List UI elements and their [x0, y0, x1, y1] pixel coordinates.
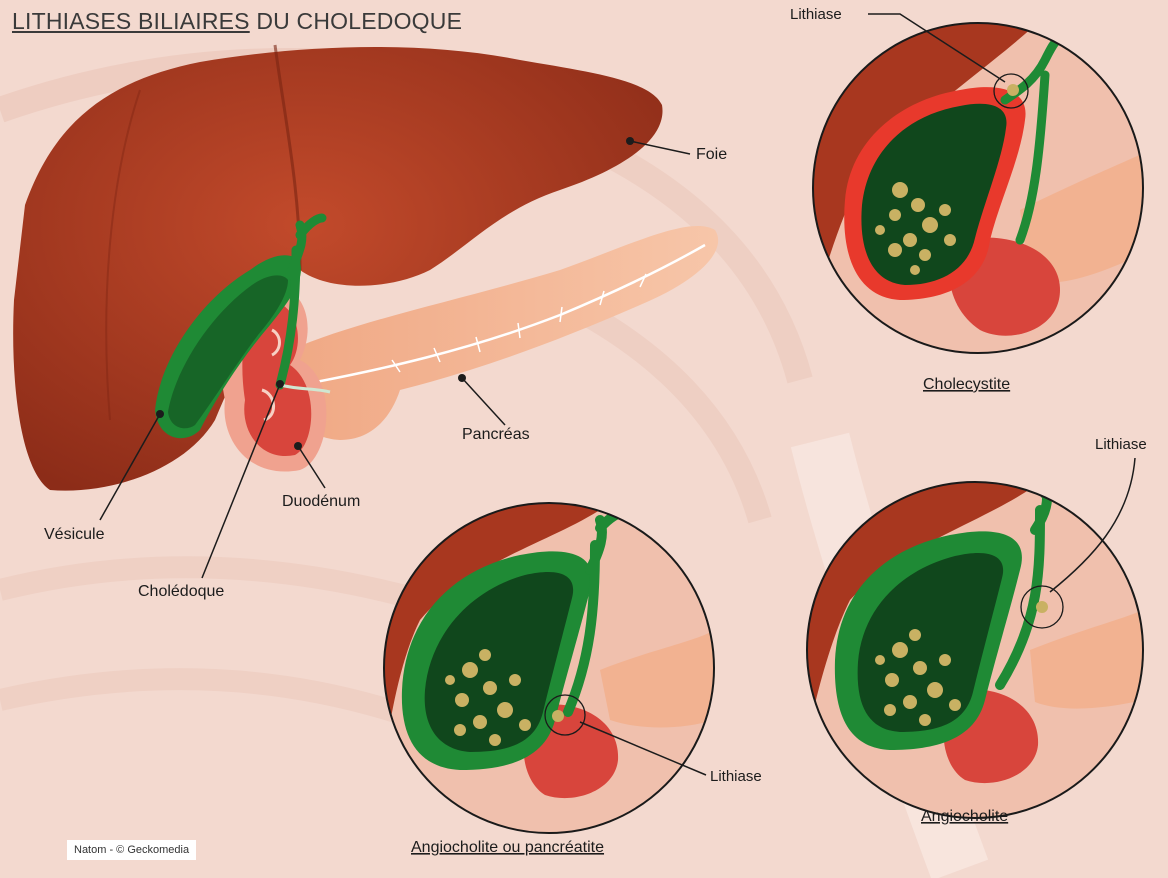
- stones-2: [445, 649, 531, 746]
- title-sub: DU CHOLEDOQUE: [256, 8, 463, 34]
- caption-cholecystite: Cholecystite: [923, 376, 1010, 393]
- stones-3: [875, 629, 961, 726]
- label-vesicule: Vésicule: [44, 526, 105, 543]
- credit-badge: Natom - © Geckomedia: [67, 840, 197, 860]
- leader-dots: [156, 137, 634, 450]
- inset-angiocholite-pancreatite: [383, 502, 715, 834]
- caption-angiocholite-pancreatite: Angiocholite ou pancréatite: [411, 839, 604, 856]
- caption-angiocholite: Angiocholite: [921, 808, 1008, 825]
- page-title: LITHIASES BILIAIRES DU CHOLEDOQUE: [12, 8, 462, 35]
- label-foie: Foie: [696, 146, 727, 163]
- label-choledoque: Cholédoque: [138, 583, 224, 600]
- title-main: LITHIASES BILIAIRES: [12, 8, 250, 34]
- inset-angiocholite: [806, 457, 1144, 819]
- inset-cholecystite: [812, 13, 1144, 354]
- label-lithiase-cholecystite: Lithiase: [790, 6, 842, 23]
- label-pancreas: Pancréas: [462, 426, 530, 443]
- label-duodenum: Duodénum: [282, 493, 360, 510]
- label-lithiase-angiocholite-pancreatite: Lithiase: [710, 768, 762, 785]
- label-lithiase-angiocholite: Lithiase: [1095, 436, 1147, 453]
- leader-lines: [99, 140, 691, 579]
- stones-1: [875, 182, 956, 275]
- gallbladder: [155, 213, 331, 439]
- pancreas: [283, 225, 719, 440]
